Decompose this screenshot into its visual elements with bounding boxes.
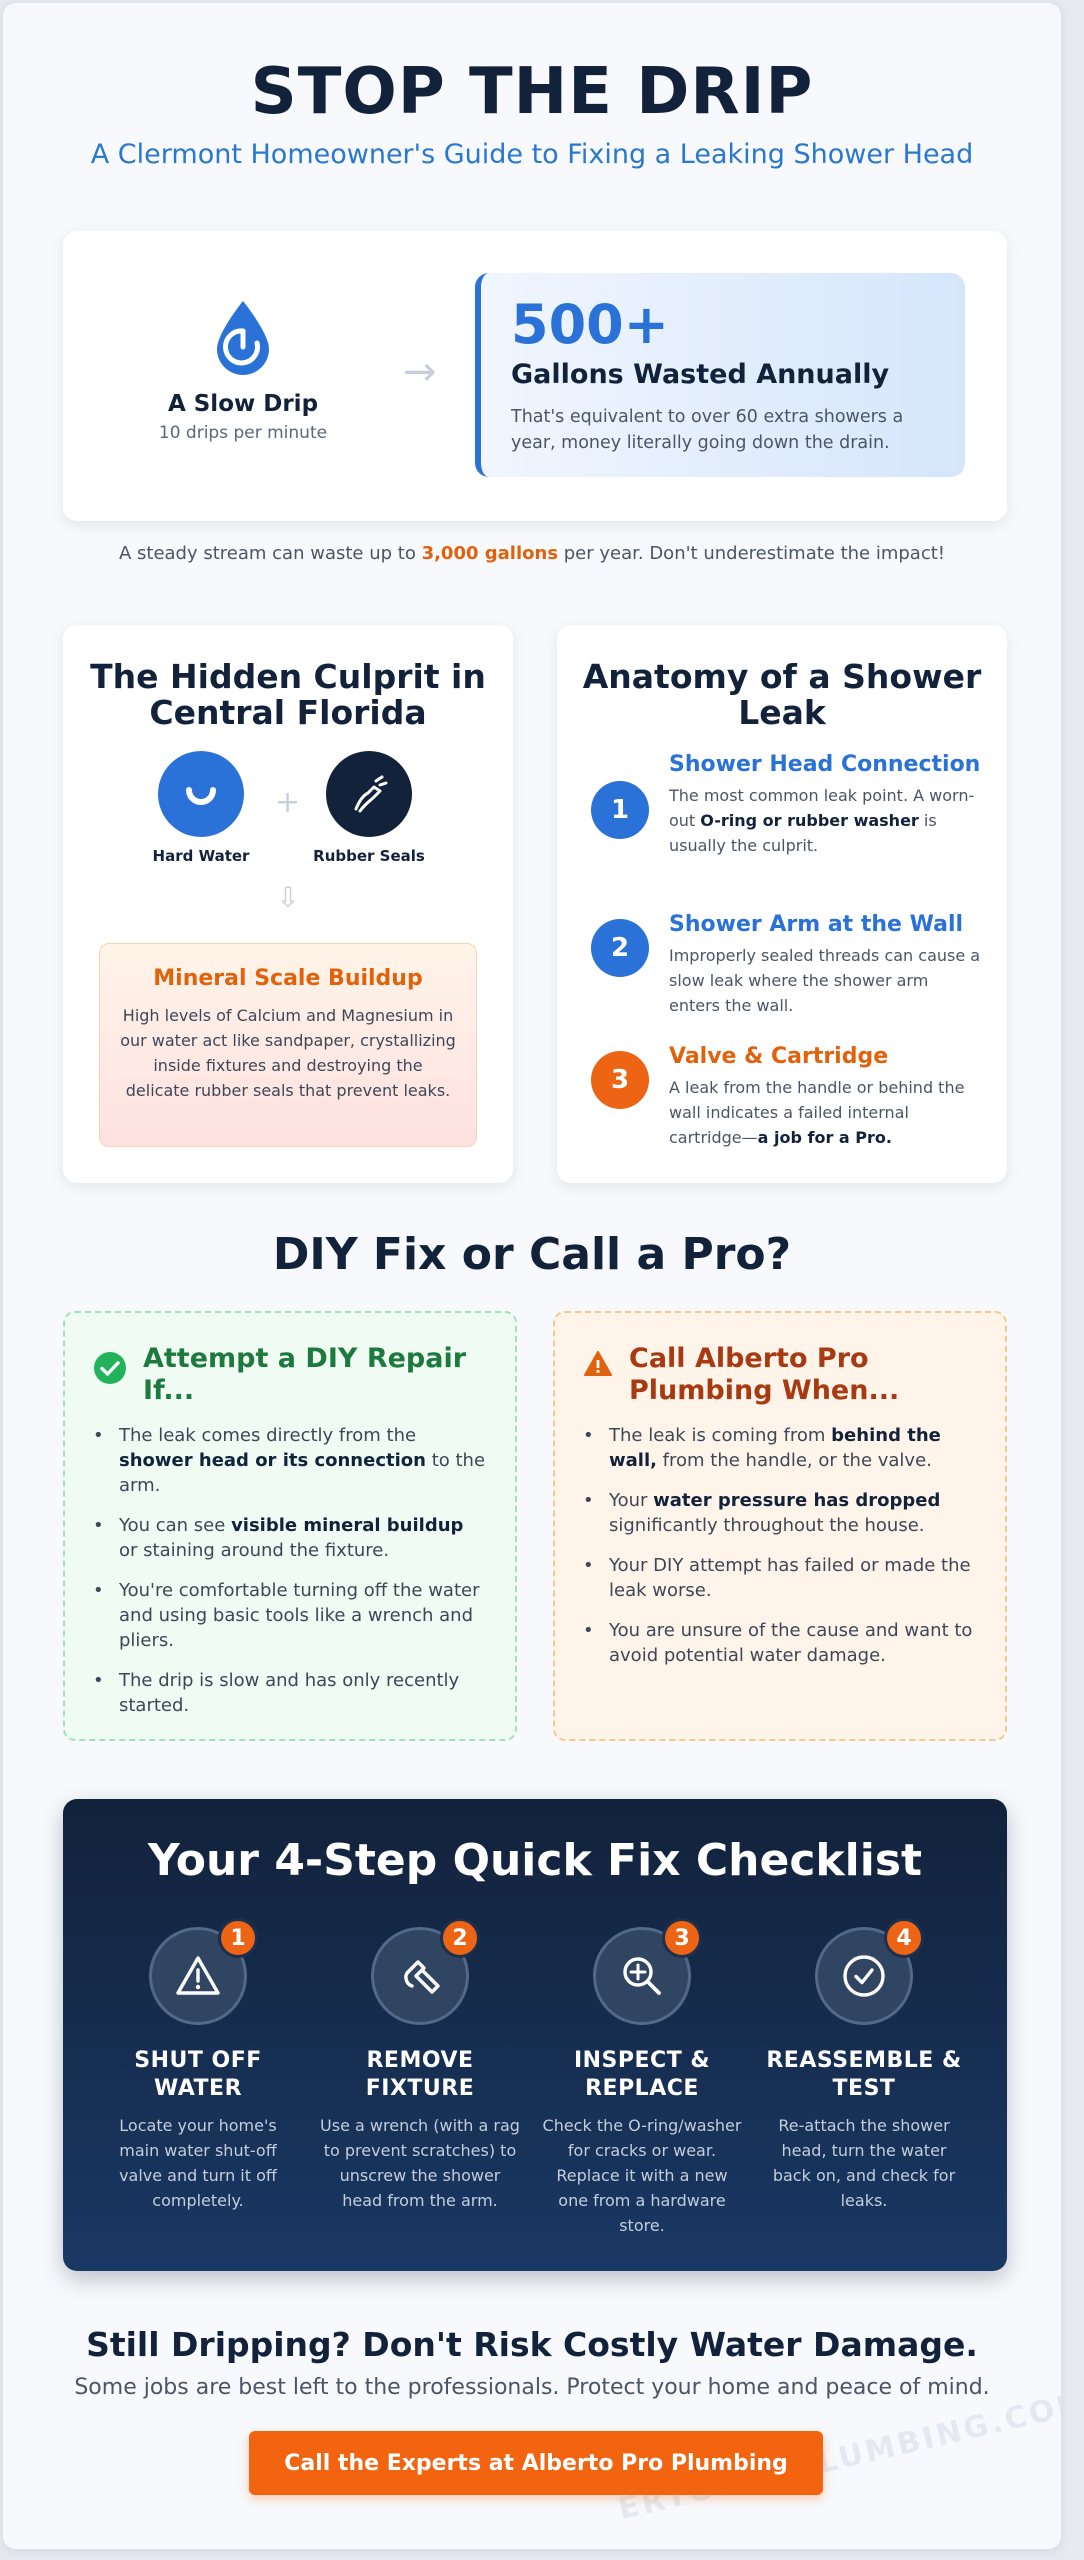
checklist-step-description: Use a wrench (with a rag to prevent scra… <box>320 2116 520 2210</box>
cta-title: Still Dripping? Don't Risk Costly Water … <box>86 2325 978 2364</box>
checklist-step-4: 4 REASSEMBLE & TEST Re-attach the shower… <box>764 1918 964 2213</box>
list-item: You're comfortable turning off the water… <box>93 1578 487 1653</box>
step-number-badge: 1 <box>218 1918 258 1958</box>
checklist-step-1: 1 SHUT OFF WATER Locate your home's main… <box>98 1918 298 2213</box>
warning-icon <box>584 1351 612 1376</box>
factor-rubber-seals: Rubber Seals <box>309 751 429 865</box>
checklist-step-title: REASSEMBLE & TEST <box>766 2048 962 2101</box>
list-item: Your DIY attempt has failed or made the … <box>583 1553 977 1603</box>
anatomy-card: Anatomy of a Shower Leak 1 Shower Head C… <box>557 625 1007 1183</box>
factor-label: Hard Water <box>152 847 250 865</box>
list-item: You are unsure of the cause and want to … <box>583 1618 977 1668</box>
call-pro-box: Call Alberto Pro Plumbing When... The le… <box>553 1311 1007 1741</box>
page-title: STOP THE DRIP <box>250 55 814 129</box>
step-number-badge: 2 <box>440 1918 480 1958</box>
anatomy-title: Anatomy of a Shower Leak <box>582 657 982 732</box>
hard-water-icon <box>158 751 244 837</box>
list-item: Your water pressure has dropped signific… <box>583 1488 977 1538</box>
checklist-step-description: Check the O-ring/washer for cracks or we… <box>542 2116 742 2235</box>
factor-label: Rubber Seals <box>313 847 425 865</box>
mineral-scale-box: Mineral Scale Buildup High levels of Cal… <box>99 943 477 1147</box>
checklist-step-title: REMOVE FIXTURE <box>365 2048 475 2101</box>
diy-repair-box: Attempt a DIY Repair If... The leak come… <box>63 1311 517 1741</box>
step-title: Shower Arm at the Wall <box>669 912 964 937</box>
mineral-scale-description: High levels of Calcium and Magnesium in … <box>120 1006 456 1100</box>
drip-stat-card: A Slow Drip 10 drips per minute → 500+ G… <box>63 231 1007 521</box>
water-drop-icon <box>217 301 269 375</box>
checklist-step-title: SHUT OFF WATER <box>134 2048 262 2101</box>
step-number-badge: 2 <box>591 919 649 977</box>
step-title: Valve & Cartridge <box>669 1044 889 1069</box>
infographic-page: STOP THE DRIP A Clermont Homeowner's Gui… <box>2 2 1062 2550</box>
pro-title: Call Alberto Pro Plumbing When... <box>629 1343 900 1406</box>
step-number-badge: 3 <box>591 1051 649 1109</box>
slow-drip-block: A Slow Drip 10 drips per minute <box>123 299 363 443</box>
checklist-title: Your 4-Step Quick Fix Checklist <box>147 1835 923 1886</box>
gallons-stat-number: 500+ <box>511 293 669 356</box>
slow-drip-rate: 10 drips per minute <box>158 423 328 443</box>
checklist-step-description: Re-attach the shower head, turn the wate… <box>772 2116 956 2210</box>
step-description: The most common leak point. A worn-out O… <box>669 786 975 855</box>
anatomy-step-2: 2 Shower Arm at the Wall Improperly seal… <box>591 911 981 1018</box>
waste-note-text-end: per year. Don't underestimate the impact… <box>558 543 946 564</box>
list-item: You can see visible mineral buildup or s… <box>93 1513 487 1563</box>
warning-icon: 1 <box>149 1918 258 2025</box>
check-circle-icon <box>94 1352 126 1384</box>
step-description: A leak from the handle or behind the wal… <box>669 1078 965 1147</box>
checklist-step-2: 2 REMOVE FIXTURE Use a wrench (with a ra… <box>320 1918 520 2213</box>
quick-fix-checklist: Your 4-Step Quick Fix Checklist 1 SHUT O… <box>63 1799 1007 2271</box>
gallons-stat-description: That's equivalent to over 60 extra showe… <box>511 407 904 453</box>
slow-drip-title: A Slow Drip <box>167 391 319 417</box>
anatomy-step-3: 3 Valve & Cartridge A leak from the hand… <box>591 1043 981 1150</box>
pro-conditions-list: The leak is coming from behind the wall,… <box>583 1423 977 1668</box>
magnifier-plus-icon: 3 <box>593 1918 702 2025</box>
step-number-badge: 4 <box>884 1918 924 1958</box>
anatomy-step-1: 1 Shower Head Connection The most common… <box>591 751 981 858</box>
diy-title: Attempt a DIY Repair If... <box>143 1343 467 1406</box>
gallons-stat-label: Gallons Wasted Annually <box>511 359 890 390</box>
step-description: Improperly sealed threads can cause a sl… <box>669 946 981 1015</box>
decision-title: DIY Fix or Call a Pro? <box>272 1229 792 1280</box>
check-circle-icon: 4 <box>815 1918 924 2025</box>
cta-subtitle: Some jobs are best left to the professio… <box>74 2375 990 2400</box>
wrench-icon: 2 <box>371 1918 480 2025</box>
plus-icon: + <box>275 785 301 820</box>
checklist-step-3: 3 INSPECT & REPLACE Check the O-ring/was… <box>542 1918 742 2238</box>
step-number-badge: 3 <box>662 1918 702 1958</box>
waste-note-highlight: 3,000 gallons <box>421 543 559 564</box>
list-item: The leak comes directly from the shower … <box>93 1423 487 1498</box>
diy-conditions-list: The leak comes directly from the shower … <box>93 1423 487 1718</box>
waste-note-text: A steady stream can waste up to <box>118 543 422 564</box>
hidden-culprit-card: The Hidden Culprit in Central Florida Ha… <box>63 625 513 1183</box>
list-item: The leak is coming from behind the wall,… <box>583 1423 977 1473</box>
seal-tool-icon <box>326 751 412 837</box>
waste-note: A steady stream can waste up to 3,000 ga… <box>3 543 1061 564</box>
step-number-badge: 1 <box>591 781 649 839</box>
checklist-step-title: INSPECT & REPLACE <box>573 2048 711 2101</box>
checklist-step-description: Locate your home's main water shut-off v… <box>119 2116 277 2210</box>
step-title: Shower Head Connection <box>669 752 981 777</box>
right-arrow-icon: → <box>403 349 437 395</box>
list-item: The drip is slow and has only recently s… <box>93 1668 487 1718</box>
culprit-title: The Hidden Culprit in Central Florida <box>90 657 486 732</box>
down-arrow-icon: ⇩ <box>276 881 300 914</box>
gallons-stat-box: 500+ Gallons Wasted Annually That's equi… <box>475 273 965 477</box>
page-subtitle: A Clermont Homeowner's Guide to Fixing a… <box>90 139 974 170</box>
call-experts-button[interactable]: Call the Experts at Alberto Pro Plumbing <box>249 2431 823 2495</box>
factor-hard-water: Hard Water <box>141 751 261 865</box>
mineral-scale-title: Mineral Scale Buildup <box>153 966 423 991</box>
